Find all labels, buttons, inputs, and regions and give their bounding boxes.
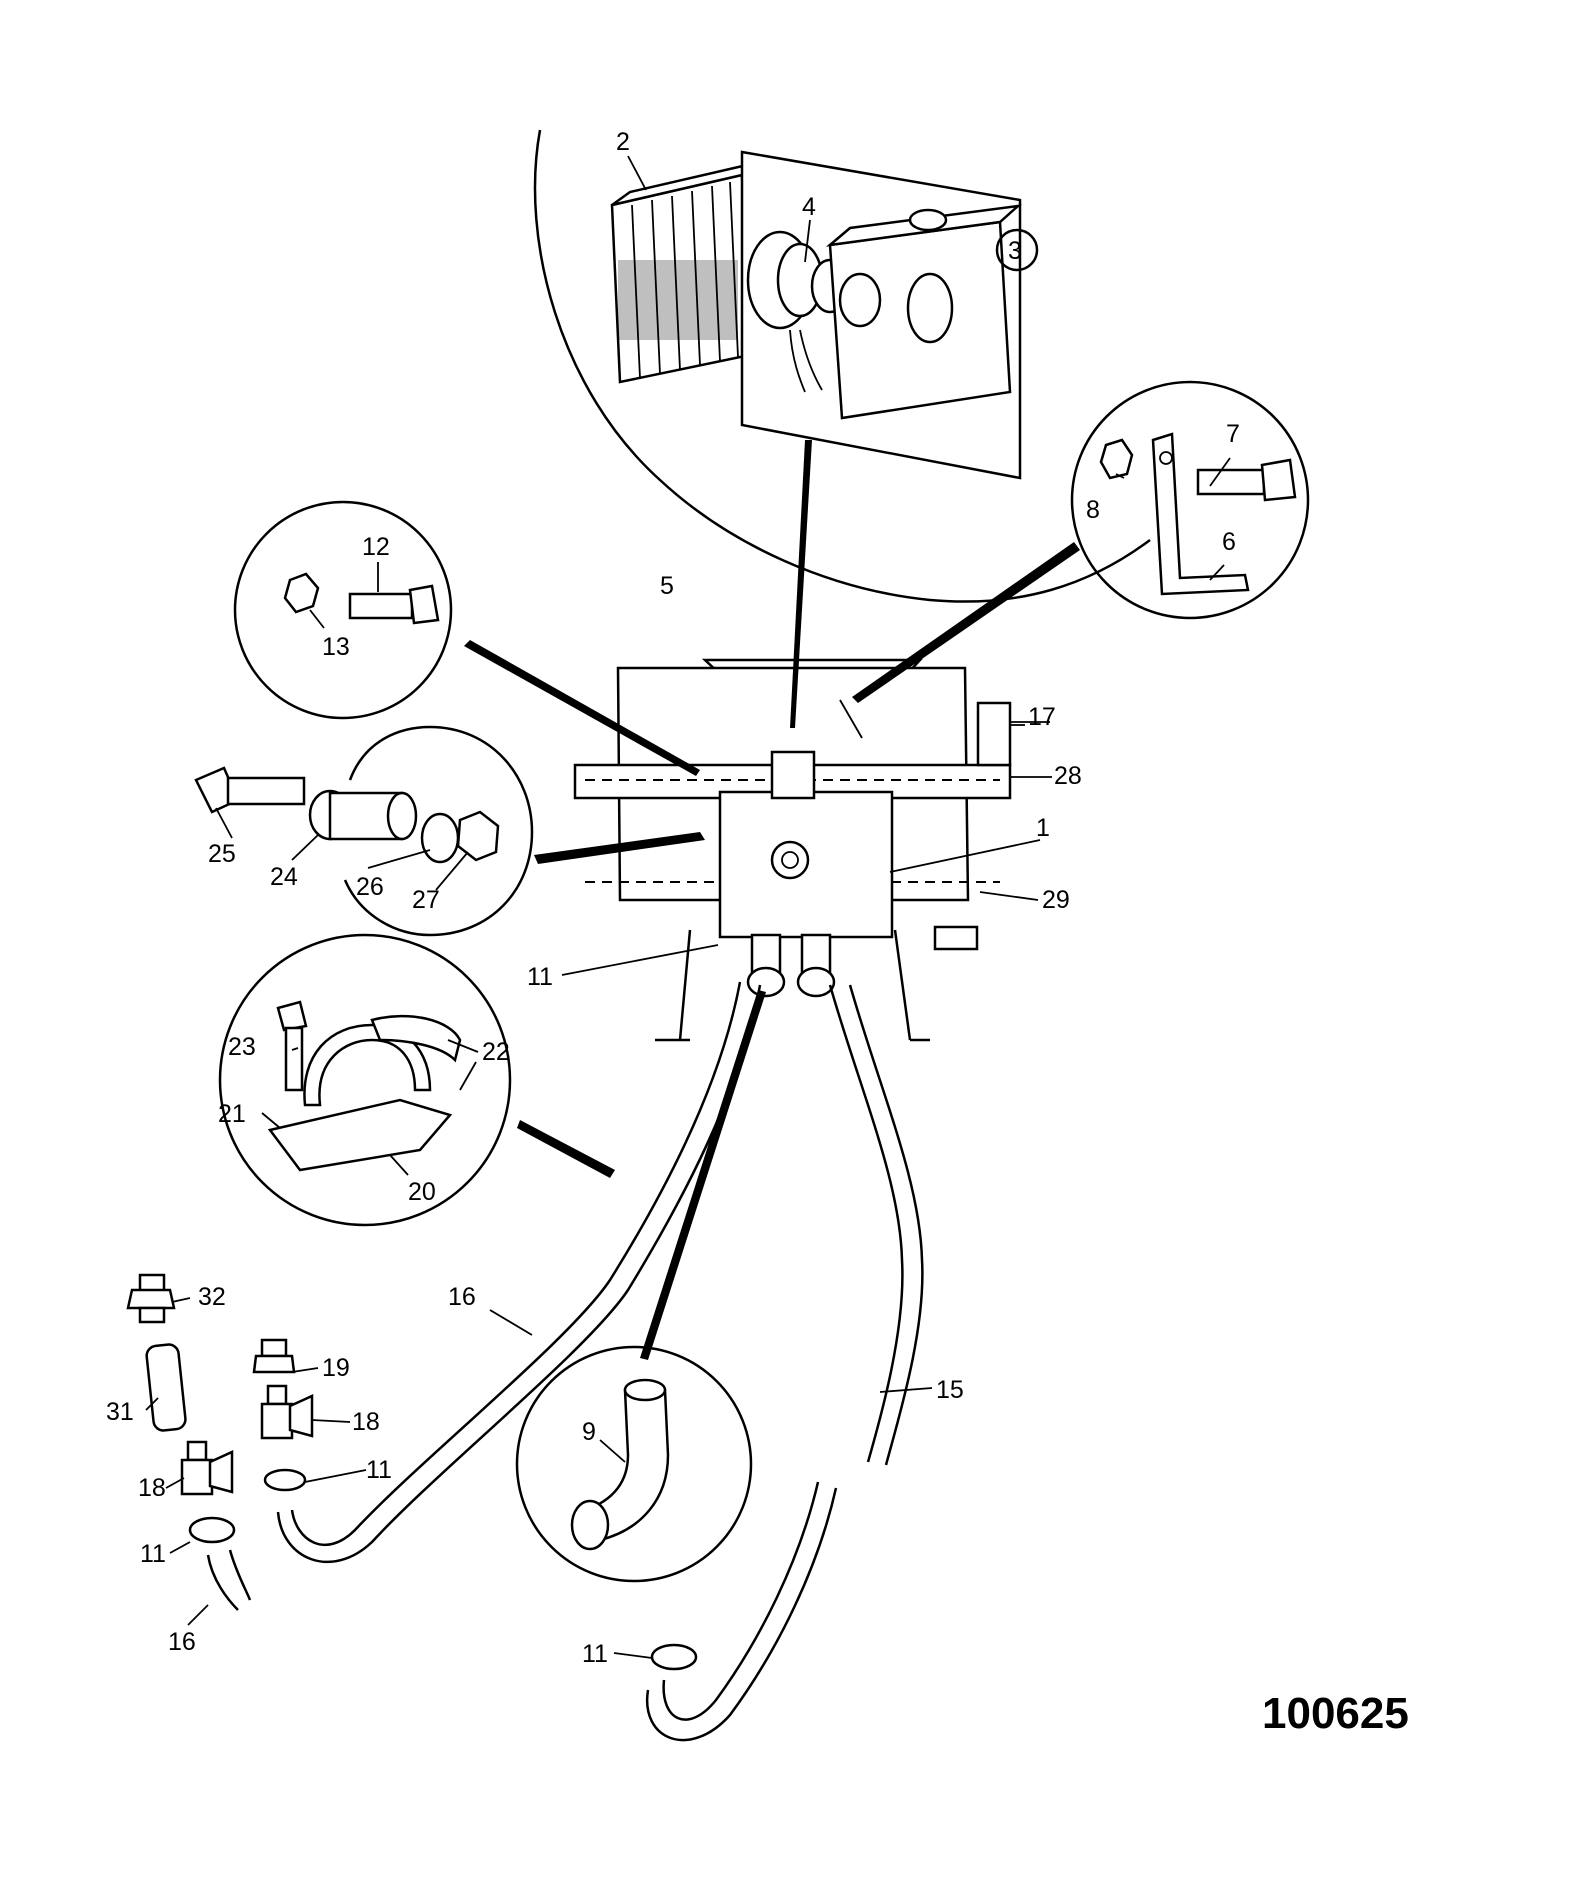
- tube-31: [145, 1343, 187, 1432]
- clamp: [303, 1023, 432, 1107]
- callout-23: 23: [228, 1033, 256, 1061]
- heater-unit: [573, 658, 1012, 1042]
- callout-16: 16: [168, 1628, 196, 1656]
- heater-box: [825, 204, 1022, 420]
- callout-22: 22: [482, 1038, 510, 1066]
- plug-19: [252, 1338, 296, 1374]
- hose-15: [828, 984, 904, 1463]
- bolt: [1196, 458, 1297, 502]
- rubber-cushion: [370, 1014, 462, 1063]
- callout-18: 18: [138, 1474, 166, 1502]
- callout-16: 16: [448, 1283, 476, 1311]
- callout-11: 11: [527, 963, 553, 991]
- callout-32: 32: [198, 1283, 226, 1311]
- detail-circle-isolator: [194, 725, 534, 937]
- callout-27: 27: [412, 886, 440, 914]
- callout-25: 25: [208, 840, 236, 868]
- callout-20: 20: [408, 1178, 436, 1206]
- callout-24: 24: [270, 863, 298, 891]
- callout-leaders: [145, 155, 1231, 1659]
- callout-7: 7: [1226, 420, 1240, 448]
- base-plate: [267, 1098, 453, 1172]
- nut-27: [456, 810, 500, 862]
- callout-3: 3: [1008, 237, 1022, 265]
- detail-circle-heat-exchanger: [533, 129, 1151, 603]
- hose-clamp: [263, 1468, 307, 1492]
- nut: [283, 572, 320, 614]
- callout-6: 6: [1222, 528, 1236, 556]
- callout-8: 8: [1086, 496, 1100, 524]
- loose-fittings: [126, 1273, 698, 1671]
- bolt-23: [276, 1000, 308, 1092]
- callout-5: 5: [660, 572, 674, 600]
- callout-11: 11: [366, 1456, 392, 1484]
- callout-12: 12: [362, 533, 390, 561]
- plug-32: [126, 1273, 176, 1324]
- detail-circle-elbow: [515, 1345, 753, 1583]
- detail-circle-bracket: [1070, 380, 1310, 620]
- valve-18: [180, 1440, 234, 1496]
- bolt-25: [194, 766, 306, 814]
- washer-26: [420, 812, 460, 864]
- detail-circle-bolt-nut: [233, 500, 453, 720]
- valve-18b: [260, 1384, 314, 1440]
- callout-4: 4: [802, 193, 816, 221]
- callout-15: 15: [936, 1376, 964, 1404]
- callout-31: 31: [106, 1398, 134, 1426]
- bolt: [348, 592, 414, 620]
- hose-clamp: [650, 1643, 698, 1671]
- hose-16: [290, 981, 742, 1547]
- hoses: [276, 981, 924, 1742]
- callout-28: 28: [1054, 762, 1082, 790]
- callout-11: 11: [140, 1540, 166, 1568]
- callout-9: 9: [582, 1418, 596, 1446]
- callout-11: 11: [582, 1640, 608, 1668]
- leader-wedges: [464, 440, 1080, 1360]
- detail-circle-clamp: [218, 933, 512, 1227]
- callout-labels: 1 2 3 4 5 6 7 8 9 11 11 11 11 12 13 15 1…: [106, 128, 1240, 1668]
- callout-19: 19: [322, 1354, 350, 1382]
- callout-17: 17: [1028, 703, 1056, 731]
- callout-29: 29: [1042, 886, 1070, 914]
- callout-21: 21: [218, 1100, 246, 1128]
- diagram-number: 100625: [1262, 1689, 1409, 1738]
- hose-clamp: [188, 1516, 236, 1544]
- bracket: [1151, 432, 1250, 596]
- callout-1: 1: [1036, 814, 1050, 842]
- callout-13: 13: [322, 633, 350, 661]
- nut: [1099, 438, 1134, 480]
- callout-2: 2: [616, 128, 630, 156]
- callout-3-circle: [995, 228, 1039, 272]
- callout-26: 26: [356, 873, 384, 901]
- callout-18: 18: [352, 1408, 380, 1436]
